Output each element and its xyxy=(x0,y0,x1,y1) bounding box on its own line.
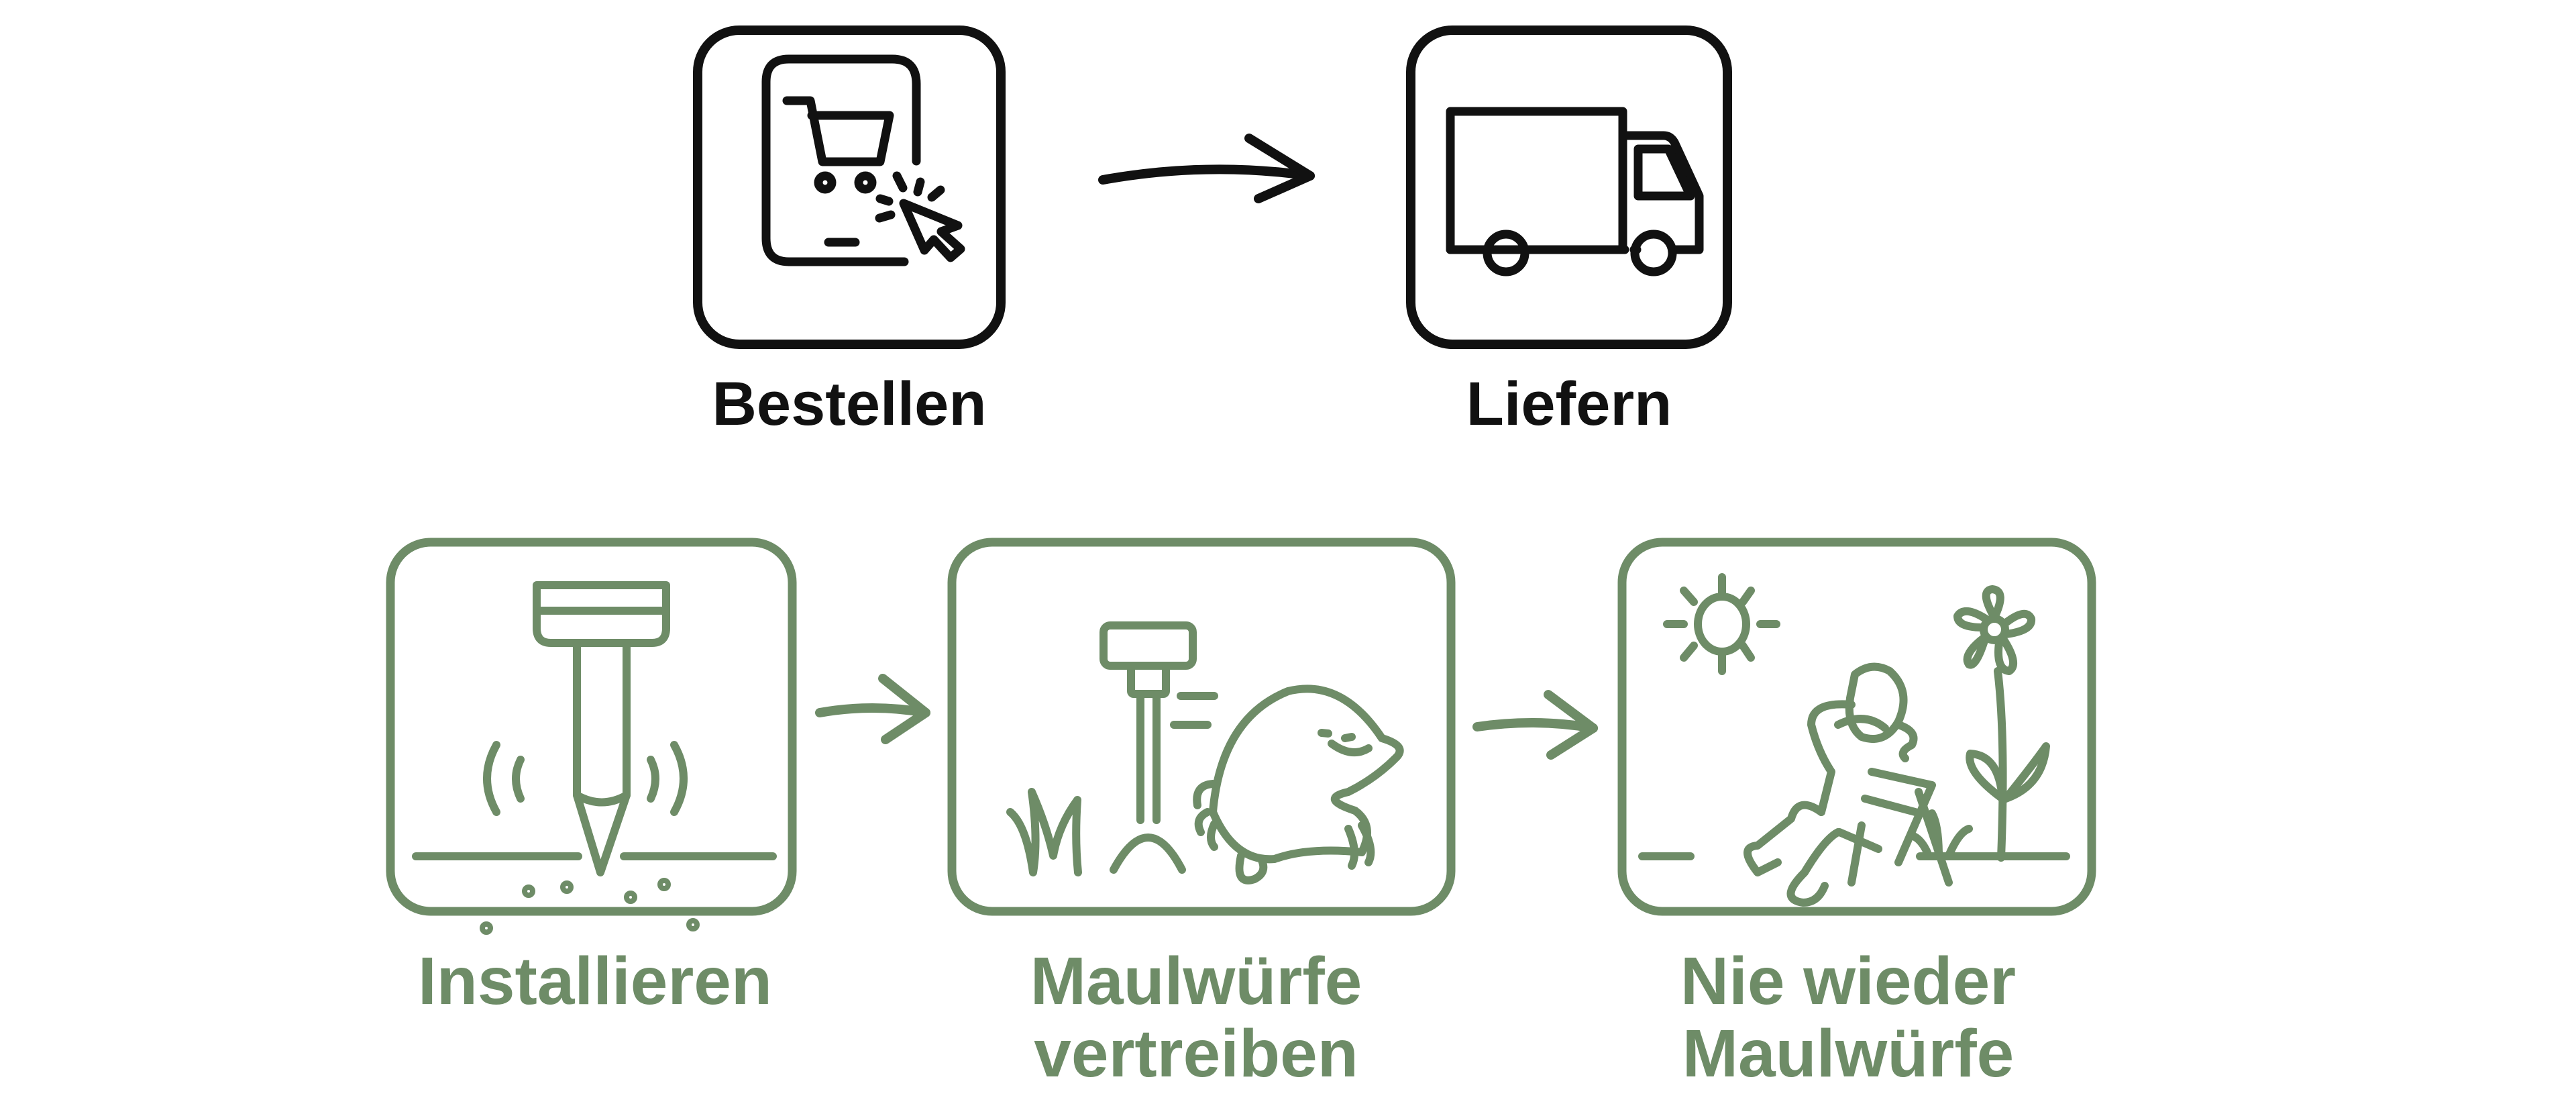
step-label-liefern: Liefern xyxy=(1466,370,1672,438)
delivery-truck-icon xyxy=(1446,107,1704,276)
step-label-nie-wieder-maulwuerfe: Nie wieder Maulwürfe xyxy=(1680,945,2016,1090)
label-line: Nie wieder xyxy=(1680,944,2017,1019)
step-installieren xyxy=(386,538,797,935)
arrow-right-icon xyxy=(1472,690,1598,760)
relaxing-person-garden-icon xyxy=(1638,573,2070,907)
step-frame xyxy=(947,538,1456,916)
step-nie-wieder-maulwuerfe xyxy=(1617,538,2096,916)
ground-spike-vibration-icon xyxy=(412,581,777,935)
arrow-right-icon xyxy=(815,674,930,744)
step-label-installieren: Installieren xyxy=(418,944,772,1019)
arrow-right-icon xyxy=(1098,134,1315,203)
step-frame xyxy=(386,538,797,916)
mole-fleeing-device-icon xyxy=(1006,621,1404,884)
label-line: vertreiben xyxy=(1034,1016,1358,1091)
shopping-cart-tablet-click-icon xyxy=(761,54,965,266)
step-frame xyxy=(693,26,1006,349)
label-line: Maulwürfe xyxy=(1682,1016,2015,1091)
step-bestellen xyxy=(693,26,1006,349)
step-label-bestellen: Bestellen xyxy=(712,370,987,438)
step-frame xyxy=(1406,26,1732,349)
step-label-maulwuerfe-vertreiben: Maulwürfe vertreiben xyxy=(1030,945,1362,1090)
step-maulwuerfe-vertreiben xyxy=(947,538,1456,916)
step-frame xyxy=(1617,538,2096,916)
label-line: Maulwürfe xyxy=(1030,944,1362,1019)
step-liefern xyxy=(1406,26,1732,349)
